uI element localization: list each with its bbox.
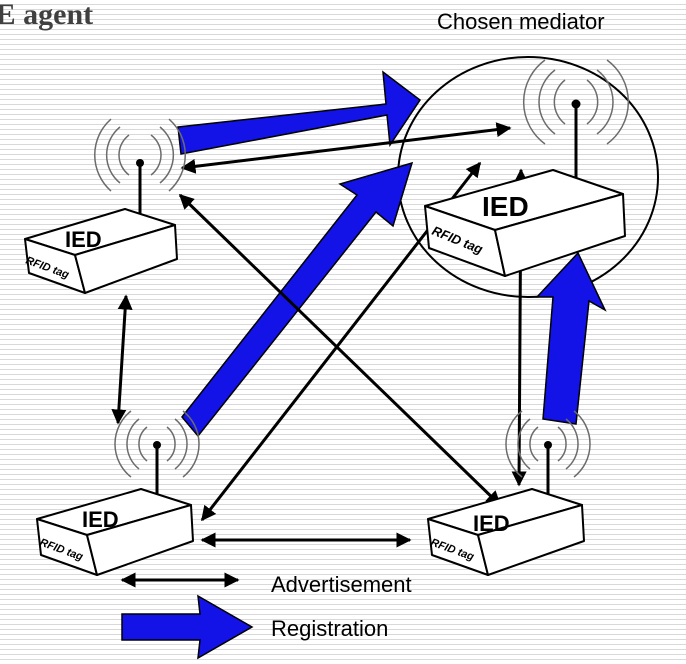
ied-node-mediator: IED RFID tag	[424, 59, 630, 277]
ied-node-top-left: IED RFID tag	[24, 118, 186, 294]
legend: Advertisement Registration	[120, 572, 412, 660]
antenna-icon	[522, 59, 630, 186]
legend-registration-arrow	[121, 594, 254, 660]
ied-node-bottom-right: IED RFID tag	[427, 410, 591, 576]
registration-arrow-right	[535, 251, 607, 425]
legend-registration-label: Registration	[271, 616, 388, 641]
legend-advertisement-label: Advertisement	[271, 572, 412, 597]
title: IE agent	[0, 0, 93, 31]
antenna-icon	[114, 410, 200, 501]
adv-arrow-left-vertical	[111, 294, 133, 425]
ied-label: IED	[473, 511, 510, 536]
antenna-icon	[94, 118, 186, 221]
ied-node-bottom-left: IED RFID tag	[36, 410, 200, 576]
antenna-icon	[505, 410, 591, 501]
ied-label: IED	[65, 227, 102, 252]
ied-label: IED	[482, 191, 529, 222]
adv-arrow-top-pair	[180, 122, 512, 174]
registration-arrow-top	[177, 70, 422, 155]
registration-arrow-diagonal	[181, 161, 414, 438]
mediator-label: Chosen mediator	[437, 9, 605, 34]
ied-label: IED	[82, 507, 119, 532]
